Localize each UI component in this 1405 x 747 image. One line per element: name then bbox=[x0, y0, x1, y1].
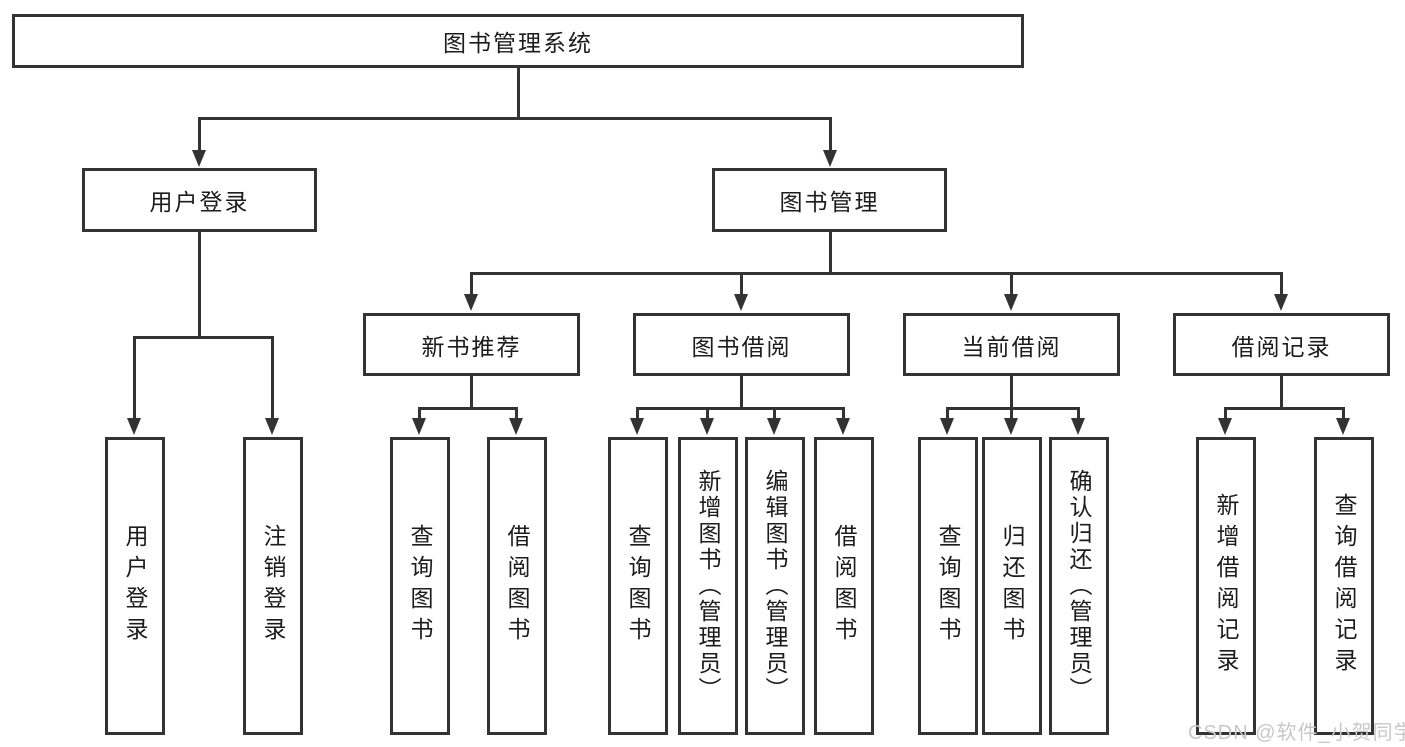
leaf-edit-book-admin: 编辑图书（管理员） bbox=[745, 437, 805, 735]
leaf-query-books-borrow: 查询图书 bbox=[608, 437, 668, 735]
arrowhead-down bbox=[700, 418, 714, 435]
connector-line bbox=[1010, 376, 1013, 410]
connector-line bbox=[1224, 407, 1345, 410]
connector-line bbox=[198, 117, 831, 120]
arrowhead-down bbox=[265, 418, 279, 435]
connector-line bbox=[470, 272, 1283, 275]
arrowhead-down bbox=[464, 294, 478, 311]
arrowhead-down bbox=[1004, 294, 1018, 311]
connector-line bbox=[418, 407, 518, 410]
node-borrow-records: 借阅记录 bbox=[1173, 313, 1390, 376]
connector-line bbox=[515, 407, 518, 421]
leaf-borrow-books-borrow: 借阅图书 bbox=[814, 437, 874, 735]
connector-line bbox=[517, 68, 520, 120]
leaf-query-borrow-record: 查询借阅记录 bbox=[1314, 437, 1374, 735]
connector-line bbox=[773, 407, 776, 421]
connector-line bbox=[842, 407, 845, 421]
arrowhead-down bbox=[509, 418, 523, 435]
connector-line bbox=[1342, 407, 1345, 421]
connector-line bbox=[636, 407, 639, 421]
connector-line bbox=[1280, 272, 1283, 296]
arrowhead-down bbox=[1274, 294, 1288, 311]
leaf-add-borrow-record: 新增借阅记录 bbox=[1196, 437, 1256, 735]
leaf-add-book-admin: 新增图书（管理员） bbox=[678, 437, 738, 735]
leaf-query-books-recommend: 查询图书 bbox=[390, 437, 450, 735]
node-current-borrow: 当前借阅 bbox=[903, 313, 1120, 376]
connector-line bbox=[1280, 376, 1283, 410]
csdn-watermark: CSDN @软件_小贺同学 bbox=[1188, 722, 1405, 744]
arrowhead-down bbox=[192, 150, 206, 167]
arrowhead-down bbox=[412, 418, 426, 435]
connector-line bbox=[1224, 407, 1227, 421]
arrowhead-down bbox=[1336, 418, 1350, 435]
connector-line bbox=[198, 232, 201, 339]
connector-line bbox=[133, 336, 274, 339]
arrowhead-down bbox=[1218, 418, 1232, 435]
connector-line bbox=[1077, 407, 1080, 421]
connector-line bbox=[706, 407, 709, 421]
leaf-return-books: 归还图书 bbox=[982, 437, 1042, 735]
connector-line bbox=[946, 407, 1080, 410]
connector-line bbox=[470, 376, 473, 410]
arrowhead-down bbox=[836, 418, 850, 435]
connector-line bbox=[1010, 407, 1013, 421]
arrowhead-down bbox=[127, 418, 141, 435]
node-book-borrow: 图书借阅 bbox=[633, 313, 850, 376]
arrowhead-down bbox=[940, 418, 954, 435]
arrowhead-down bbox=[1071, 418, 1085, 435]
arrowhead-down bbox=[734, 294, 748, 311]
leaf-borrow-books-recommend: 借阅图书 bbox=[487, 437, 547, 735]
connector-line bbox=[829, 117, 832, 153]
node-user-login: 用户登录 bbox=[82, 168, 317, 232]
connector-line bbox=[470, 272, 473, 296]
connector-line bbox=[740, 272, 743, 296]
connector-line bbox=[636, 407, 845, 410]
connector-line bbox=[418, 407, 421, 421]
leaf-user-login: 用户登录 bbox=[105, 437, 165, 735]
connector-line bbox=[198, 117, 201, 153]
connector-line bbox=[133, 336, 136, 420]
node-book-management: 图书管理 bbox=[712, 168, 947, 232]
leaf-confirm-return-admin: 确认归还（管理员） bbox=[1049, 437, 1109, 735]
arrowhead-down bbox=[823, 150, 837, 167]
connector-line bbox=[271, 336, 274, 420]
connector-line bbox=[946, 407, 949, 421]
arrowhead-down bbox=[767, 418, 781, 435]
node-new-book-recommend: 新书推荐 bbox=[363, 313, 580, 376]
leaf-logout: 注销登录 bbox=[243, 437, 303, 735]
connector-line bbox=[1010, 272, 1013, 296]
leaf-query-books-current: 查询图书 bbox=[918, 437, 978, 735]
connector-line bbox=[829, 232, 832, 275]
connector-line bbox=[740, 376, 743, 410]
arrowhead-down bbox=[630, 418, 644, 435]
arrowhead-down bbox=[1004, 418, 1018, 435]
node-library-system: 图书管理系统 bbox=[12, 14, 1024, 68]
